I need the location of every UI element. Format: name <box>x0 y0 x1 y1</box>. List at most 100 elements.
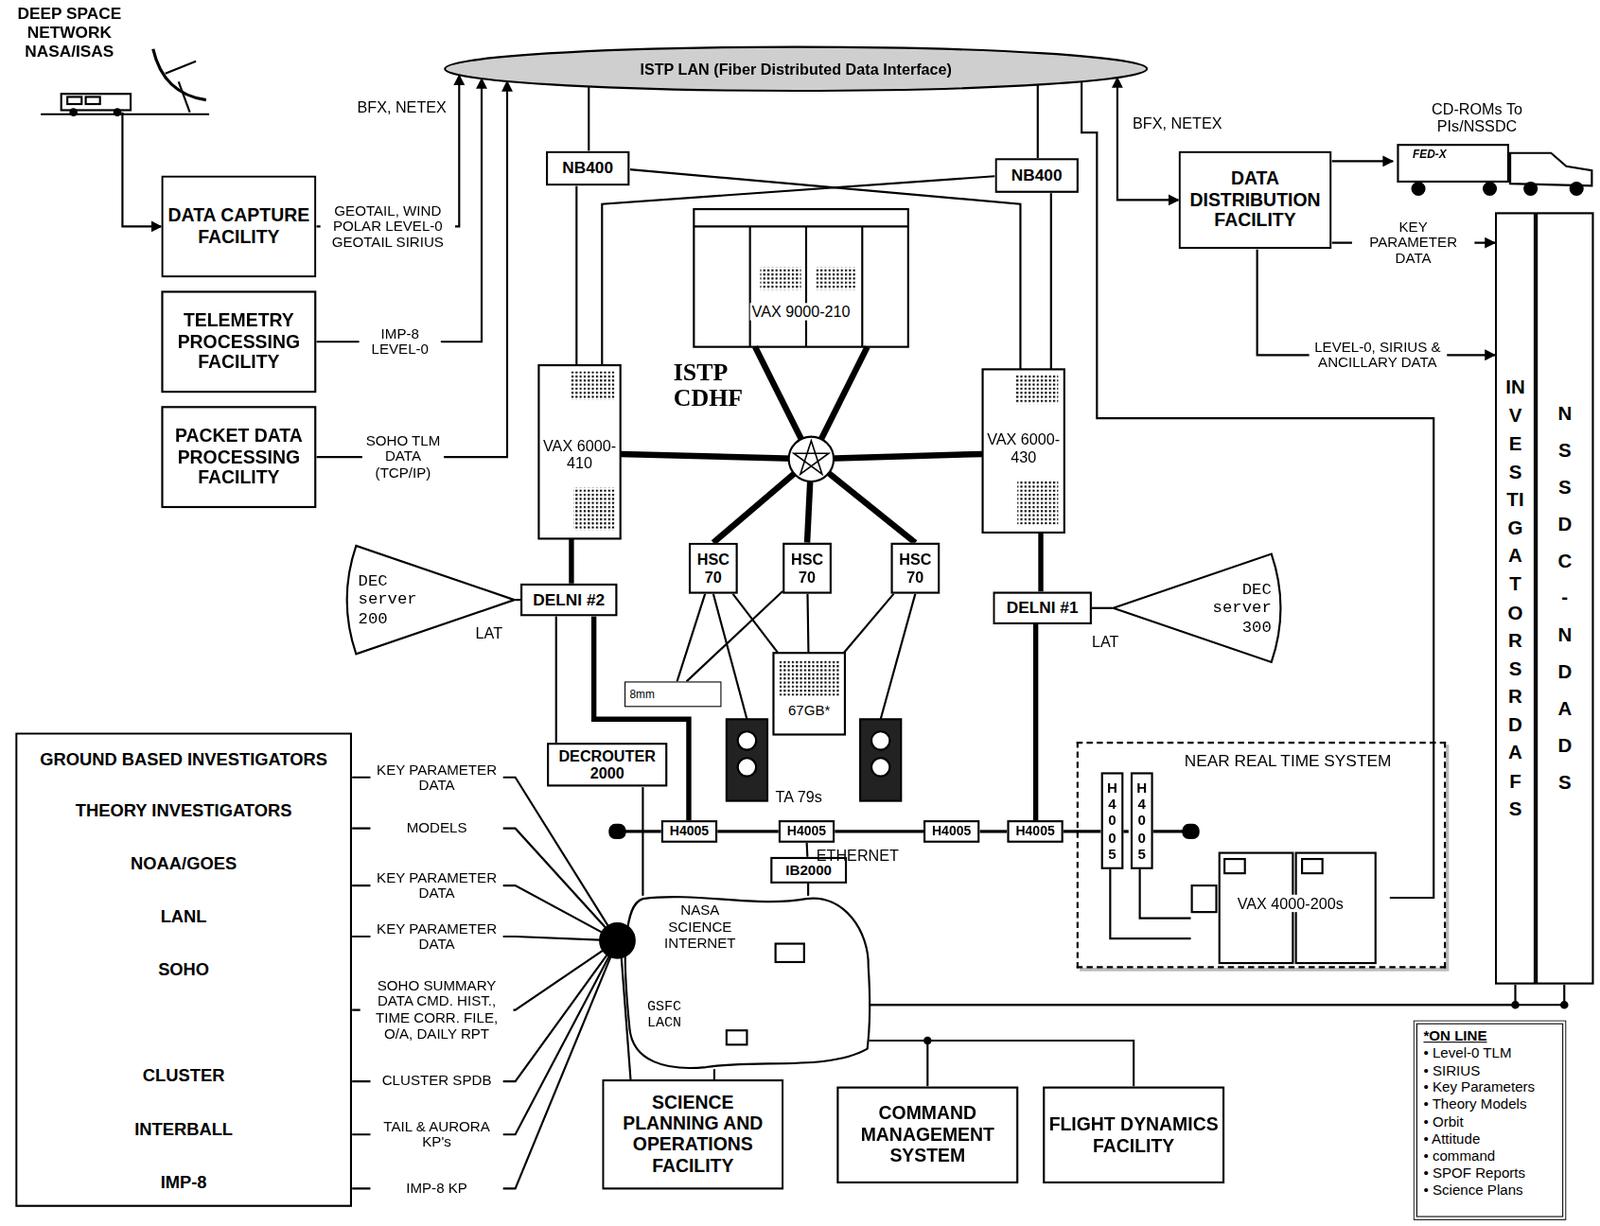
wheel <box>1412 182 1425 195</box>
connector <box>601 175 995 366</box>
free-label: LAT <box>1091 632 1123 651</box>
node-text: 67GB* <box>777 702 842 719</box>
star-symbol <box>793 440 829 475</box>
node-text: NEAR REAL TIME SYSTEM <box>1140 752 1437 772</box>
connector <box>351 940 625 1135</box>
node-text: HSC 70 <box>694 550 732 586</box>
connector <box>806 843 809 858</box>
free-label: LAT <box>475 624 507 643</box>
delni-box: DELNI #1 <box>992 591 1092 625</box>
connector <box>1033 624 1038 821</box>
facility-box: DATA DISTRIBUTION FACILITY <box>1178 151 1333 250</box>
connector <box>713 1069 716 1080</box>
connector <box>869 1040 1134 1088</box>
connector <box>629 169 1020 370</box>
node-text: VAX 6000-410 <box>543 437 617 473</box>
facility-box: FLIGHT DYNAMICS FACILITY <box>1042 1087 1225 1184</box>
node-text: NB400 <box>562 158 614 178</box>
transceiver-box: H4005 <box>1101 772 1125 869</box>
connector-label: TAIL & AURORA KP's <box>369 1119 503 1152</box>
archive-bar: NSSDC - NDADS <box>1535 211 1594 985</box>
van <box>61 93 131 110</box>
connector-label: SOHO SUMMARY DATA CMD. HIST., TIME CORR.… <box>360 978 514 1043</box>
node-text: 8mm <box>629 687 663 702</box>
node-text: • Orbit <box>1423 1113 1463 1131</box>
transceiver-box: H4005 <box>661 820 718 844</box>
node-text: DEC server 200 <box>358 572 433 629</box>
node-text: FED-X <box>1403 147 1457 161</box>
node-text: PACKET DATA PROCESSING FACILITY <box>167 425 311 490</box>
vax-cabinet: VAX 6000-410 <box>538 365 620 539</box>
mainframe: VAX 9000-210 <box>693 209 908 348</box>
facility-box: TELEMETRY PROCESSING FACILITY <box>160 290 317 393</box>
cabinet <box>693 209 908 348</box>
vax-cabinet: VAX 6000-430 <box>983 369 1065 533</box>
reel <box>738 731 757 750</box>
connector <box>869 1040 928 1088</box>
connector <box>316 81 508 458</box>
node-text: GROUND BASED INVESTIGATORS <box>17 750 351 771</box>
triangle-outline <box>1113 554 1282 663</box>
node-text: DEC server 300 <box>1197 580 1272 637</box>
node-text: • Science Plans <box>1423 1181 1523 1199</box>
van-window <box>86 96 101 105</box>
facility-box: SCIENCE PLANNING AND OPERATIONS FACILITY <box>601 1079 784 1190</box>
node-text: DATA CAPTURE FACILITY <box>167 205 311 248</box>
wheel <box>1483 182 1496 195</box>
connector <box>351 940 625 1189</box>
node-text: H4005 <box>1134 779 1149 862</box>
reel <box>871 731 890 750</box>
reel <box>738 757 757 776</box>
station-label: DEEP SPACE NETWORK NASA/ISAS <box>8 4 238 112</box>
node-text: ISTP LAN (Fiber Distributed Data Interfa… <box>639 59 952 78</box>
connector-label: KEY PARAMETER DATA <box>369 761 503 794</box>
node-text: VAX 4000-200s <box>1231 895 1350 914</box>
free-label: BFX, NETEX <box>1132 114 1235 133</box>
link <box>810 454 983 459</box>
router-box: DECROUTER 2000 <box>546 742 668 787</box>
wheel <box>1570 182 1583 195</box>
connector <box>834 829 924 833</box>
connector <box>587 87 590 152</box>
connector <box>568 538 574 583</box>
node-text: *ON LINE <box>1423 1027 1487 1045</box>
node-text: DELNI #2 <box>532 590 605 610</box>
node-text: COMMAND MANAGEMENT SYSTEM <box>843 1103 1013 1167</box>
connector <box>1140 869 1192 919</box>
ellipse-outline <box>444 47 1147 91</box>
vax-drawing <box>538 365 1064 539</box>
grille <box>571 371 615 401</box>
transceiver-box: H4005 <box>1130 772 1154 869</box>
panel-line <box>693 225 908 228</box>
node-text: INTERBALL <box>17 1120 351 1141</box>
node-text: IMP-8 <box>17 1173 351 1194</box>
node-text: H4005 <box>669 824 709 840</box>
feed <box>165 61 196 74</box>
bridge-box: NB400 <box>994 158 1078 194</box>
grille <box>778 661 841 697</box>
drive <box>726 719 768 801</box>
workstation-drawing <box>1192 853 1376 964</box>
connector-label: KEY PARAMETER DATA <box>369 920 503 953</box>
ground-line <box>40 113 210 116</box>
connector <box>1091 607 1113 610</box>
reel <box>871 757 890 776</box>
archive-bar: INVESTIGATORS RDAFS <box>1494 211 1536 985</box>
connector-label: KEY PARAMETER DATA <box>369 869 503 902</box>
delni-box: DELNI #2 <box>520 583 617 617</box>
connector <box>575 185 578 366</box>
drive <box>860 719 901 801</box>
node-text: H4005 <box>1015 824 1055 840</box>
bridge-box: NB400 <box>545 151 630 187</box>
facility-box: COMMAND MANAGEMENT SYSTEM <box>836 1087 1019 1184</box>
router-icon <box>726 1030 748 1045</box>
connector <box>122 112 161 228</box>
connector <box>979 829 1007 833</box>
connector <box>351 940 625 1082</box>
panel-line <box>805 226 808 347</box>
connector <box>1081 81 1434 898</box>
wheel <box>1524 182 1537 195</box>
facility-box: PACKET DATA PROCESSING FACILITY <box>160 405 317 509</box>
node-text: LANL <box>17 907 351 928</box>
hsc-box: HSC 70 <box>782 543 832 595</box>
